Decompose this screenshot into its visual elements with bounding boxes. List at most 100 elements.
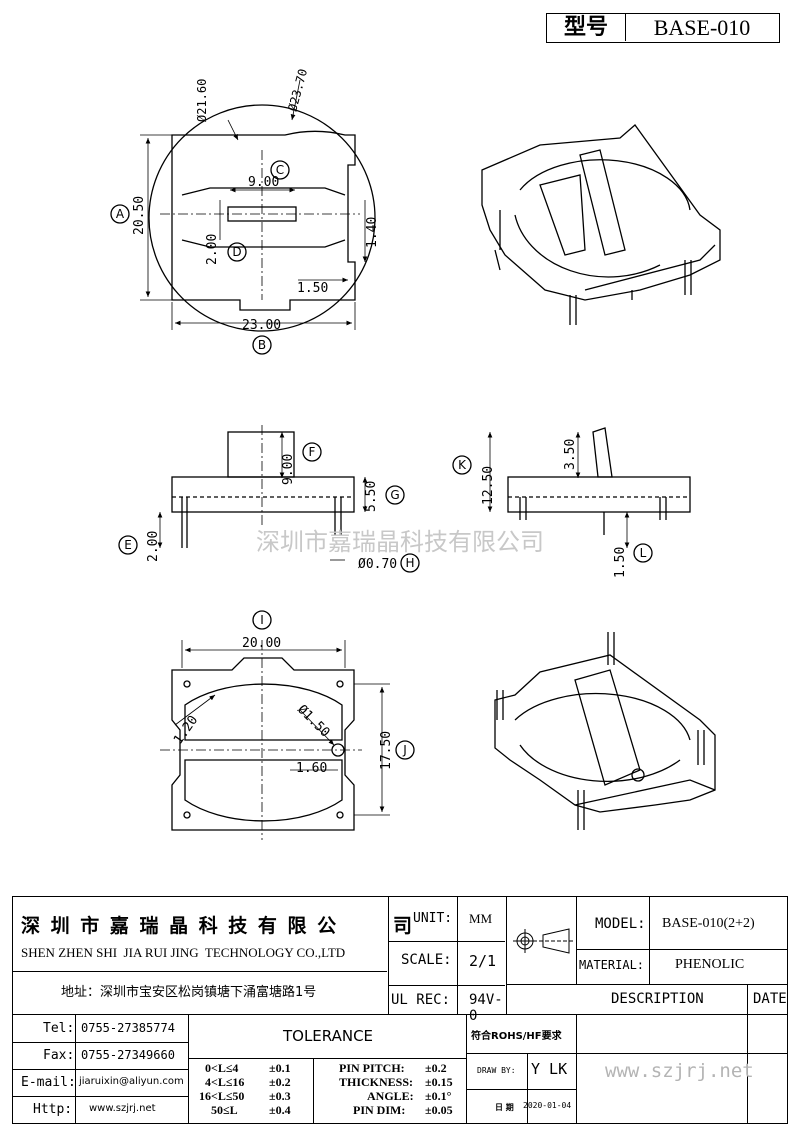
- pin-tol-0: ±0.2: [425, 1061, 447, 1075]
- dim-h3-50: 3.50: [563, 439, 578, 470]
- dim-w1-50: 1.50: [297, 281, 328, 296]
- tol-range-3: 50≤L: [211, 1103, 238, 1117]
- dim-w20-00: 20.00: [242, 636, 281, 651]
- company-divider: [13, 971, 387, 972]
- description-rows: www.szjrj.net: [577, 1015, 787, 1123]
- tolerance-row-line: [189, 1058, 467, 1059]
- tol-range-0: 0<L≤4: [205, 1061, 239, 1075]
- http-value: www.szjrj.net: [89, 1103, 156, 1114]
- material-value: PHENOLIC: [675, 957, 745, 972]
- http-label: Http:: [33, 1102, 73, 1117]
- ul-label: UL REC:: [391, 992, 451, 1008]
- dim-h20-50: 20.50: [132, 196, 147, 235]
- dim-w1-60: 1.60: [296, 761, 327, 776]
- tol-value-3: ±0.4: [269, 1103, 291, 1117]
- pin-name-1: THICKNESS:: [339, 1075, 414, 1089]
- tol-range-1: 4<L≤16: [205, 1075, 245, 1089]
- approval-row-line-2: [467, 1089, 577, 1090]
- dim-h2-00b: 2.00: [146, 531, 161, 562]
- dim-h5-50: 5.50: [364, 481, 379, 512]
- technical-drawing: Ø21.60 Ø23.70 9.00 20.50 1.40 2.00 1.50 …: [110, 67, 721, 840]
- projection-symbol-block: [507, 897, 577, 985]
- scale-value: 2/1: [469, 952, 497, 970]
- marker-g: G: [390, 488, 399, 502]
- top-view: [110, 79, 376, 355]
- material-label: MATERIAL:: [579, 958, 645, 972]
- pin-tol-2: ±0.1°: [425, 1089, 452, 1103]
- dim-d21-60: Ø21.60: [195, 79, 209, 122]
- front-view: [118, 425, 420, 573]
- fax-value: 0755-27349660: [81, 1048, 175, 1062]
- tolerance-col-line: [313, 1058, 314, 1123]
- dim-h17-50: 17.50: [379, 731, 394, 770]
- company-en: SHEN ZHEN SHI JIA RUI JING TECHNOLOGY CO…: [21, 945, 346, 960]
- date-cn-label: 日 期: [495, 1103, 514, 1112]
- tel-value: 0755-27385774: [81, 1021, 175, 1035]
- bottom-view: [160, 610, 415, 840]
- model-header-value: BASE-010: [653, 15, 751, 40]
- approval-row-line-1: [467, 1053, 577, 1054]
- title-block: 深 圳 市 嘉 瑞 晶 科 技 有 限 公 SHEN ZHEN SHI JIA …: [12, 896, 788, 1124]
- approval-block: 符合ROHS/HF要求 DRAW BY: Y LK 日 期 2020-01-04: [467, 1015, 577, 1123]
- tol-value-2: ±0.3: [269, 1089, 291, 1103]
- fax-label: Fax:: [43, 1048, 75, 1063]
- email-label: E-mail:: [21, 1075, 76, 1090]
- company-cn-tail: 司: [393, 915, 413, 937]
- contact-row-line-1: [13, 1042, 189, 1043]
- marker-j: J: [402, 743, 407, 757]
- pin-name-3: PIN DIM:: [353, 1103, 406, 1117]
- date-label: DATE: [753, 991, 787, 1007]
- dim-h1-50: 1.50: [613, 547, 628, 578]
- tol-value-1: ±0.2: [269, 1075, 291, 1089]
- marker-l: L: [640, 546, 647, 560]
- model-label: MODEL:: [595, 916, 646, 932]
- desc-date-col: [747, 1015, 748, 1123]
- model-header: 型号 BASE-010: [546, 13, 780, 43]
- model-material-block: MODEL: BASE-010(2+2) MATERIAL: PHENOLIC: [577, 897, 787, 985]
- tolerance-label: TOLERANCE: [282, 1027, 374, 1045]
- tolerance-block: TOLERANCE 0<L≤4 ±0.1 4<L≤16 ±0.2 16<L≤50…: [189, 1015, 467, 1123]
- company-block: 深 圳 市 嘉 瑞 晶 科 技 有 限 公 SHEN ZHEN SHI JIA …: [13, 897, 389, 1015]
- unit-row-line: [389, 941, 505, 942]
- marker-h: H: [405, 556, 414, 570]
- dim-d1-50: Ø1.50: [294, 702, 332, 740]
- dim-w23-00: 23.00: [242, 318, 281, 333]
- marker-b: B: [258, 338, 266, 352]
- draw-label: DRAW BY:: [477, 1066, 516, 1075]
- desc-row-line-1: [577, 1053, 787, 1054]
- unit-value: MM: [469, 911, 493, 926]
- side-view: [452, 427, 691, 563]
- unit-label: UNIT:: [413, 911, 453, 926]
- approval-col-line: [527, 1053, 528, 1123]
- website-watermark: www.szjrj.net: [605, 1060, 754, 1082]
- company-address: 地址：深圳市宝安区松岗镇塘下涌富塘路1号: [61, 985, 317, 1000]
- dim-d0-70: Ø0.70: [358, 557, 397, 572]
- dim-h2-00: 2.00: [205, 234, 220, 265]
- iso-view-top: [481, 124, 721, 325]
- model-col-line: [649, 897, 650, 985]
- marker-c: C: [276, 163, 284, 177]
- draw-value: Y LK: [531, 1060, 568, 1078]
- marker-f: F: [309, 445, 316, 459]
- pin-tol-1: ±0.15: [425, 1075, 453, 1089]
- scale-row-line: [389, 985, 505, 986]
- description-label: DESCRIPTION: [611, 991, 704, 1007]
- iso-view-bottom: [494, 632, 716, 830]
- pin-name-2: ANGLE:: [367, 1089, 414, 1103]
- contact-block: Tel: 0755-27385774 Fax: 0755-27349660 E-…: [13, 1015, 189, 1123]
- dim-h9-00: 9.00: [281, 454, 296, 485]
- scale-label: SCALE:: [401, 952, 452, 968]
- company-cn: 深 圳 市 嘉 瑞 晶 科 技 有 限 公: [21, 915, 339, 937]
- ul-value: 94V-0: [469, 992, 503, 1024]
- dim-w9-00: 9.00: [248, 175, 279, 190]
- marker-e: E: [124, 538, 132, 552]
- description-header: DESCRIPTION DATE: [507, 985, 787, 1015]
- tol-range-2: 16<L≤50: [199, 1089, 245, 1103]
- marker-d: D: [232, 245, 241, 259]
- rohs-label: 符合ROHS/HF要求: [471, 1031, 562, 1042]
- model-row-line: [577, 949, 787, 950]
- contact-row-line-3: [13, 1096, 189, 1097]
- dim-h1-40: 1.40: [365, 217, 380, 248]
- dim-h12-50: 12.50: [481, 466, 496, 505]
- dim-r1-20: 1.20: [171, 713, 201, 747]
